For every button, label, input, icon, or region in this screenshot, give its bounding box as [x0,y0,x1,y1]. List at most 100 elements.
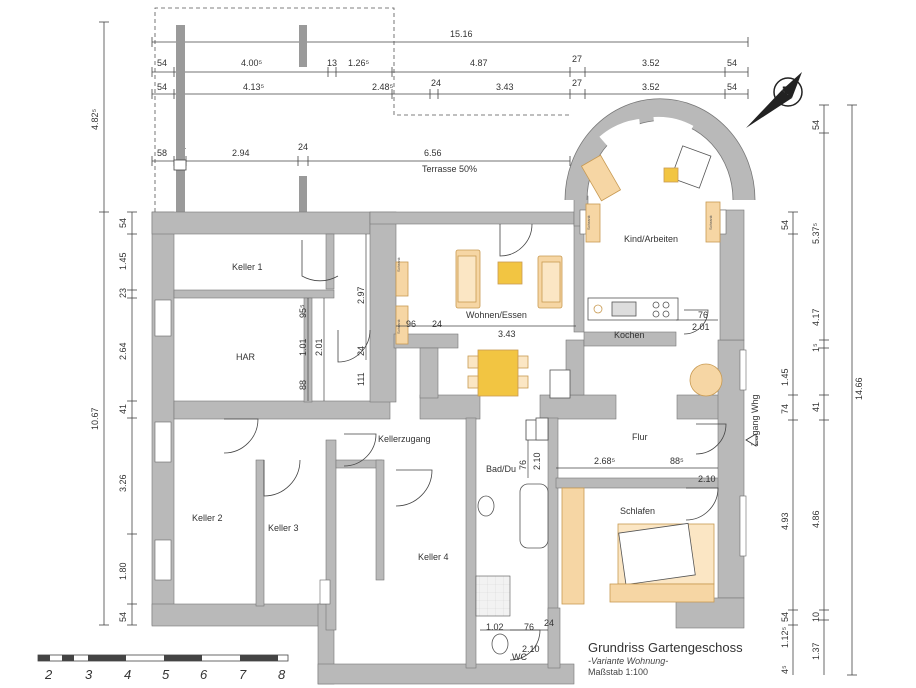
interior-dim-labels: 95⁵ 1.01 2.01 88 2.97 24 111 3.43 96 24 … [298,286,716,654]
room-label-keller-3: Keller 3 [268,523,299,533]
dim-label: 58 [157,148,167,158]
dim-label: 27 [572,54,582,64]
dim-label: 54 [811,120,821,130]
right-dim-labels: 14.66 54 5.37⁵ 4.17 1⁵ 41 4.86 10 1.37 5… [780,120,864,674]
bathtub [519,483,549,549]
scale-bar: 2 3 4 5 6 7 8 [37,654,289,682]
room-label-schlafen: Schlafen [620,506,655,516]
room-label-bad: Bad/Du [486,464,516,474]
shelf [395,305,409,345]
shelf [395,261,409,297]
dim-label: 4⁵ [780,665,790,674]
room-label-keller-2: Keller 2 [192,513,223,523]
dim-label: 41 [811,402,821,412]
dim-label: 41 [118,404,128,414]
dim-label: 24 [431,78,441,88]
dim-label: 54 [780,612,790,622]
dim-label: 96 [406,319,416,329]
scale-label: 3 [85,667,93,682]
dim-label: 111 [356,372,366,386]
title-block: Grundriss Gartengeschoss -Variante Wohnu… [588,640,828,678]
pillar-base [173,159,187,171]
desk-chair [663,167,679,183]
dim-label: 3.43 [496,82,514,92]
terrace-pillar [176,25,185,213]
plan-title: Grundriss Gartengeschoss [588,640,743,655]
dim-label: 76 [698,310,708,320]
dim-label: 4.86 [811,510,821,528]
scale-label: 7 [239,667,247,682]
dim-label: 4.87 [470,58,488,68]
dim-label: 4.93 [780,512,790,530]
dim-label: 10.67 [90,407,100,430]
wardrobe [705,201,721,243]
dim-row3-labels: 58 24 2.94 24 6.56 [157,142,442,158]
dim-label: 54 [157,82,167,92]
dim-label: 1.45 [118,252,128,270]
shower-tray [475,575,511,617]
wardrobe [561,487,585,605]
dim-label: 74 [780,404,790,414]
scale-label: 5 [162,667,170,682]
dim-row1-labels: 54 4.00⁵ 13 1.26⁵ 4.87 27 3.52 54 [157,54,737,68]
dim-label: 1.45 [780,368,790,386]
coffee-table [497,261,523,285]
dim-label: 88⁵ [670,456,684,466]
washbasin [477,495,495,517]
dim-label: 2.68⁵ [594,456,616,466]
entrance-arrow-icon [745,433,757,447]
dim-label: 23 [118,288,128,298]
dim-label: 4.00⁵ [241,58,263,68]
dim-label: 3.52 [642,82,660,92]
dim-label: 2.97 [356,286,366,304]
dim-label: 54 [727,82,737,92]
dim-label: 24 [432,319,442,329]
bed [670,145,712,189]
dim-label: 54 [157,58,167,68]
dim-label: 54 [780,220,790,230]
room-label-kochen: Kochen [614,330,645,340]
dim-row2-labels: 54 4.13⁵ 2.48⁵ 24 3.43 27 3.52 54 [157,78,737,92]
dim-label: 3.43 [498,329,516,339]
svg-text:Z: Z [782,85,792,101]
furniture [395,145,723,655]
room-label-keller-4: Keller 4 [418,552,449,562]
top-dimensions [151,37,749,166]
dim-label: 27 [572,78,582,88]
dim-label: 2.10 [698,474,716,484]
terrace-outline [154,7,570,212]
dim-label: 3.26 [118,474,128,492]
dim-label: 2.01 [314,338,324,356]
scale-label: 2 [44,667,53,682]
dim-label: 76 [518,460,528,470]
left-dim-labels: 4.82⁵ 10.67 54 1.45 23 2.64 41 3.26 1.80… [90,108,128,622]
wardrobe-label: Schrank [708,215,713,230]
terrace-label: Terrasse 50% [422,164,477,174]
plan-variant: -Variante Wohnung- [588,656,669,666]
room-label-kind: Kind/Arbeiten [624,234,678,244]
dim-label: 54 [727,58,737,68]
dim-label: 2.10 [522,644,540,654]
dim-label: 2.10 [532,452,542,470]
scale-label: 8 [278,667,286,682]
dim-label: 2.94 [232,148,250,158]
dim-label: 1.37 [811,642,821,660]
dim-label: 6.56 [424,148,442,158]
dim-label: 14.66 [854,377,864,400]
terrace-pillar [299,176,307,212]
north-arrow-icon: Z [746,72,803,128]
dim-label: 1.01 [298,338,308,356]
scale-label: 6 [200,667,208,682]
wardrobe-label: Schrank [586,215,591,230]
windows [154,209,747,605]
room-label-kellerzugang: Kellerzugang [378,434,431,444]
furniture-labels: Schrank Schrank Schrank Schrank [396,215,713,334]
dim-label: 13 [327,58,337,68]
dim-label: 1.80 [118,562,128,580]
dim-label: 88 [298,380,308,390]
dim-label: 1.12⁵ [780,626,790,648]
dim-label: 4.17 [811,308,821,326]
plan-scale: Maßstab 1:100 [588,667,649,677]
room-label-wohnen: Wohnen/Essen [466,310,527,320]
